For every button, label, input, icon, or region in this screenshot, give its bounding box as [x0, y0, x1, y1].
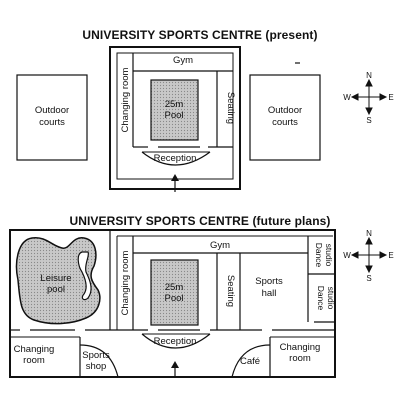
future-dance-studio-top-line2: studio: [324, 244, 334, 267]
compass-present-w: W: [343, 93, 351, 102]
present-pool-label-line2: Pool: [164, 110, 183, 121]
present-pool: [150, 79, 199, 141]
future-dance-studio-bottom-line2: studio: [326, 287, 336, 310]
present-outdoor-courts-left: [16, 74, 88, 161]
future-title: UNIVERSITY SPORTS CENTRE (future plans): [69, 214, 331, 228]
compass-present: [350, 78, 388, 116]
present-reception-arc: [141, 151, 211, 166]
future-sports-hall-line2: hall: [262, 288, 277, 299]
present-title: UNIVERSITY SPORTS CENTRE (present): [82, 28, 318, 42]
present-outdoor-right-line1: Outdoor: [268, 105, 302, 116]
compass-future-s: S: [366, 274, 371, 283]
future-pool: [150, 259, 199, 326]
present-gym-label: Gym: [173, 55, 193, 66]
compass-present-s: S: [366, 116, 371, 125]
present-outdoor-left-line1: Outdoor: [35, 105, 69, 116]
future-changing-room-left-line2: room: [23, 355, 45, 366]
future-pool-label-line1: 25m: [165, 282, 184, 293]
compass-present-n: N: [366, 71, 372, 80]
future-sports-hall-line1: Sports: [255, 276, 283, 287]
present-seating-label: Seating: [225, 92, 236, 124]
present-outdoor-left-line2: courts: [39, 117, 65, 128]
future-sports-shop-line1: Sports: [82, 350, 110, 361]
future-reception-arc: [141, 333, 211, 349]
compass-future-e: E: [388, 251, 393, 260]
future-sports-shop-wall: [79, 344, 119, 378]
future-pool-label-line2: Pool: [164, 293, 183, 304]
future-reception-label: Reception: [154, 336, 197, 347]
present-changing-room-label: Changing room: [120, 67, 131, 132]
future-gym-label: Gym: [210, 240, 230, 251]
future-seating-label: Seating: [225, 275, 236, 307]
future-changing-room-left-line1: Changing: [14, 344, 55, 355]
future-changing-room-vertical-label: Changing room: [120, 250, 131, 315]
compass-present-e: E: [388, 93, 393, 102]
future-dance-studio-bottom-line1: Dance: [316, 286, 326, 311]
future-changing-room-right-line2: room: [289, 353, 311, 364]
present-outdoor-courts-right: [249, 74, 321, 161]
compass-future-w: W: [343, 251, 351, 260]
present-pool-label-line1: 25m: [165, 99, 184, 110]
present-plan: [16, 46, 321, 192]
future-building-outline: [9, 229, 336, 378]
future-cafe-wall: [231, 344, 271, 378]
future-leisure-pool-line2: pool: [47, 284, 65, 295]
present-reception-label: Reception: [154, 153, 197, 164]
future-plan: [9, 229, 336, 378]
future-dance-studio-top-line1: Dance: [314, 243, 324, 268]
compass-future: [350, 236, 388, 274]
compass-future-n: N: [366, 229, 372, 238]
future-sports-shop-line2: shop: [86, 361, 107, 372]
future-changing-room-right-line1: Changing: [280, 342, 321, 353]
present-outdoor-right-line2: courts: [272, 117, 298, 128]
future-leisure-pool-line1: Leisure: [40, 273, 71, 284]
future-cafe-label: Café: [240, 356, 260, 367]
